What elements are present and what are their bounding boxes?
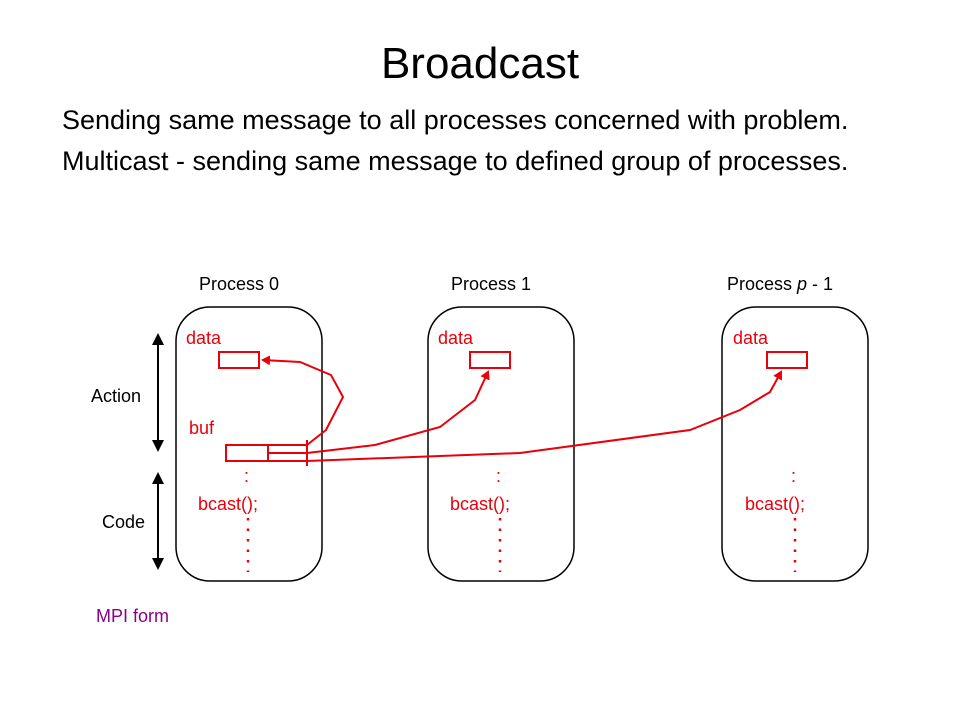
process-0-label: Process 0 xyxy=(199,274,279,294)
process-p-minus-1-bcast-call: bcast(); xyxy=(745,494,805,514)
code-arrow-down-head xyxy=(152,558,164,570)
slide-body: Sending same message to all processes co… xyxy=(62,100,922,182)
paragraph-multicast: Multicast - sending same message to defi… xyxy=(62,146,849,176)
code-arrow-up-head xyxy=(152,472,164,484)
paragraph-broadcast: Sending same message to all processes co… xyxy=(62,105,849,135)
process-0-box xyxy=(175,306,323,582)
mpi-form-label: MPI form xyxy=(96,606,169,626)
process-0-data-box xyxy=(218,351,260,369)
arrow-to-process-1 xyxy=(306,370,490,454)
action-arrow-up-head xyxy=(152,333,164,345)
slide-title: Broadcast xyxy=(380,39,580,88)
process-0-bcast-call: bcast(); xyxy=(198,494,258,514)
process-1-data-label: data xyxy=(438,328,474,348)
process-1-box xyxy=(427,306,575,582)
action-label: Action xyxy=(91,386,141,406)
process-0-data-label: data xyxy=(186,328,222,348)
process-1-ellipsis-top: : xyxy=(496,466,501,486)
action-arrow-down-head xyxy=(152,440,164,452)
process-p-minus-1-data-box xyxy=(766,351,808,369)
arrow-to-process-p-minus-1 xyxy=(306,370,783,462)
process-1-bcast-call: bcast(); xyxy=(450,494,510,514)
process-p-minus-1-data-label: data xyxy=(733,328,769,348)
process-1-data-box xyxy=(469,351,511,369)
process-1-label: Process 1 xyxy=(451,274,531,294)
process-p-minus-1-ellipsis-top: : xyxy=(791,466,796,486)
process-0-buf-box xyxy=(225,444,269,462)
process-p-minus-1-box xyxy=(721,306,869,582)
arrow-to-process-0 xyxy=(261,355,345,446)
process-p-minus-1-label: Process p - 1 xyxy=(727,274,833,294)
code-label: Code xyxy=(102,512,145,532)
process-0-buf-label: buf xyxy=(189,418,215,438)
process-0-ellipsis-top: : xyxy=(244,466,249,486)
